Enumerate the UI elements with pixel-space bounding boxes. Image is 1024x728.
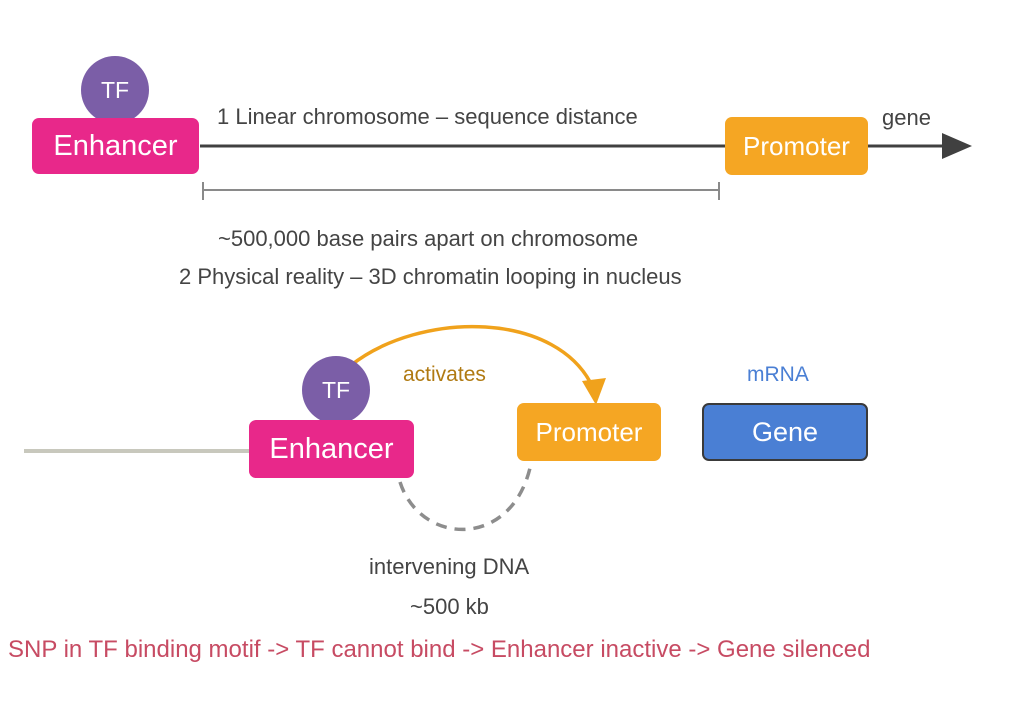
distance-bracket bbox=[202, 182, 720, 200]
intervening-dna-label: intervening DNA bbox=[369, 554, 530, 579]
tf-circle: TF bbox=[81, 56, 149, 124]
tf-label: TF bbox=[100, 76, 130, 103]
promoter-box: Promoter bbox=[725, 117, 868, 175]
linear-chromosome-heading: 1 Linear chromosome – sequence distance bbox=[217, 104, 638, 129]
tf-circle-bound: TF bbox=[302, 356, 370, 424]
activation-arrow bbox=[348, 324, 596, 391]
mrna-label: mRNA bbox=[747, 363, 809, 386]
activation-arrowhead bbox=[582, 378, 606, 405]
promoter-label-looped: Promoter bbox=[535, 416, 643, 447]
activates-label: activates bbox=[403, 363, 486, 386]
gene-box: Gene bbox=[702, 403, 868, 461]
loop-size-label: ~500 kb bbox=[410, 594, 489, 619]
enhancer-box-looped: Enhancer bbox=[249, 420, 414, 478]
looping-heading: 2 Physical reality – 3D chromatin loopin… bbox=[179, 264, 682, 289]
chromatin-loop bbox=[398, 467, 532, 532]
tf-label-bound: TF bbox=[321, 376, 351, 403]
gene-label: gene bbox=[882, 105, 931, 130]
gene-direction-arrowhead bbox=[942, 133, 972, 159]
promoter-box-looped: Promoter bbox=[517, 403, 661, 461]
snp-consequence-footer: SNP in TF binding motif -> TF cannot bin… bbox=[8, 636, 871, 663]
gene-box-label: Gene bbox=[751, 416, 819, 447]
enhancer-label: Enhancer bbox=[53, 129, 178, 162]
enhancer-box: Enhancer bbox=[32, 118, 199, 174]
promoter-label: Promoter bbox=[743, 130, 850, 161]
enhancer-label-looped: Enhancer bbox=[269, 432, 394, 465]
distance-label: ~500,000 base pairs apart on chromosome bbox=[218, 226, 639, 251]
